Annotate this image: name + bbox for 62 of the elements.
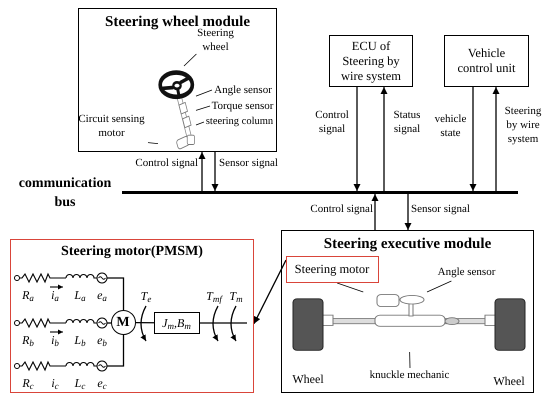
connector-line [136,322,154,324]
symbol-label: e$_{a}$ [97,288,107,302]
edge-label: Status signal [392,108,422,136]
callout-text: Circuit sensing motor [76,112,148,148]
edge-label: Steering by wire system [504,104,542,146]
leader-line [148,142,158,144]
callout-text: knuckle mechanic [354,368,464,384]
part-label: Wheel [493,374,525,388]
symbol-label: T$_{e}$ [140,289,152,303]
callout-text: Torque sensor [210,98,276,112]
picture [290,292,526,352]
edge-label: Control signal [314,108,350,136]
connector-line [200,322,247,324]
symbol-label: T$_{m}$ [229,289,243,303]
symbol-label: L$_{a}$ [74,288,86,302]
leader-line [336,282,364,292]
bus-label: communication bus [18,175,112,212]
symbol-label: i$_{c}$ [51,376,59,390]
module-box [10,239,254,393]
module-box [78,8,277,152]
leader-line [196,106,210,111]
bus-line [122,191,518,194]
edge-label: Control signal [134,156,198,170]
module-box [281,230,534,393]
leader-line [426,280,452,292]
symbol-label: L$_{c}$ [74,376,86,390]
arrow [253,260,287,324]
leader-line [409,352,410,368]
edge-label: Sensor signal [219,156,279,170]
arrow [470,87,476,191]
arrow [380,87,388,191]
edge-label: vehicle state [434,112,468,140]
symbol-label: i$_{b}$ [51,333,59,347]
symbol-label: e$_{b}$ [97,333,107,347]
process-box: ECU of Steering by wire system [329,35,413,87]
module-title: Steering motor(PMSM) [61,243,203,260]
leader-line [196,122,204,126]
block-box: J$_{m}$,B$_{m}$ [154,312,200,334]
symbol-label: i$_{a}$ [51,288,59,302]
module-title: Steering executive module [324,235,492,254]
arrow [354,87,360,191]
process-box: Vehicle control unit [444,35,529,87]
callout-text: steering column [204,114,276,128]
edge-label: Control signal [309,202,373,216]
symbol-label: R$_{c}$ [22,376,34,390]
symbol-label: T$_{mf}$ [206,289,222,303]
symbol-label: R$_{b}$ [22,333,34,347]
leader-line [196,90,212,96]
leader-line [184,54,197,66]
arrow [212,152,218,191]
callout-text: Angle sensor [212,82,274,96]
edge-label: Sensor signal [411,202,471,216]
symbol-label: L$_{b}$ [74,333,86,347]
arrow [492,87,500,191]
symbol-label: R$_{a}$ [22,288,34,302]
arrow [198,152,206,191]
arrow [404,194,412,230]
part-label: Wheel [292,372,324,386]
arrow [372,194,378,230]
callout-text: Angle sensor [428,264,506,280]
highlighted-box: Steering motor [286,256,378,282]
symbol-label: e$_{c}$ [97,376,107,390]
